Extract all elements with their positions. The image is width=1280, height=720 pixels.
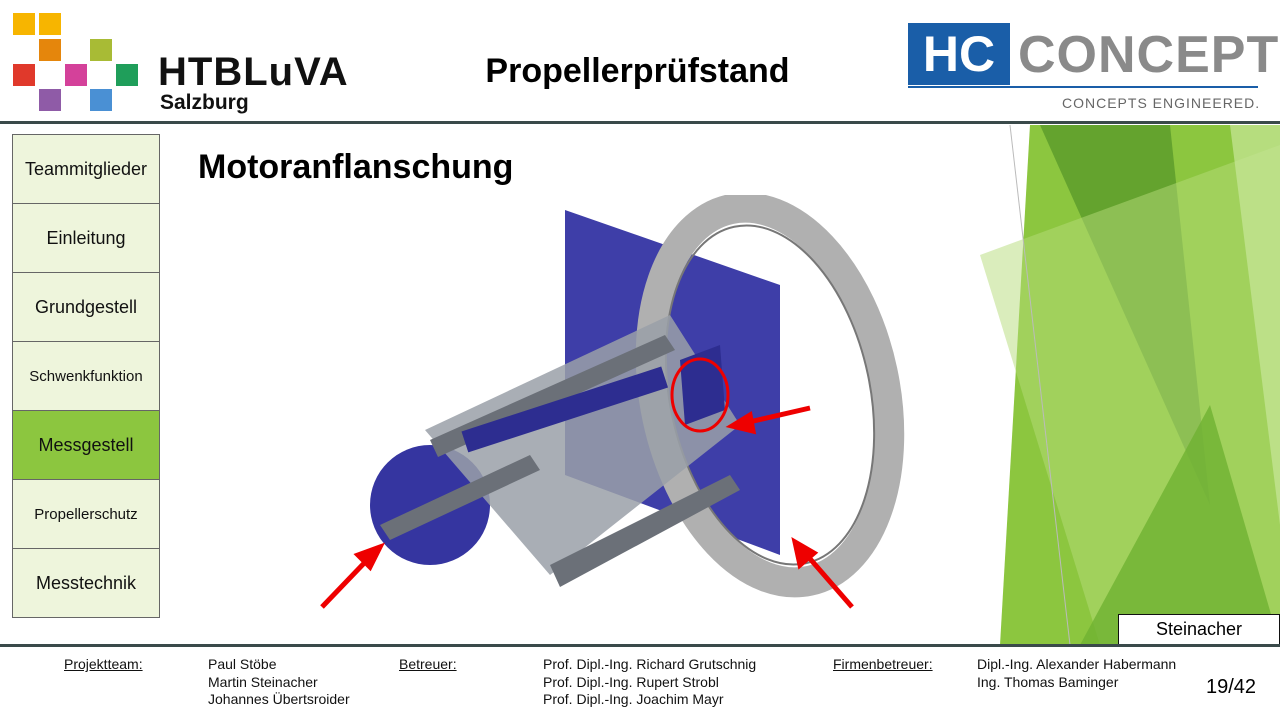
author-tag: Steinacher [1118, 614, 1280, 645]
supervisor: Prof. Dipl.-Ing. Joachim Mayr [543, 691, 724, 707]
nav-item-propellerschutz[interactable]: Propellerschutz [12, 479, 160, 549]
company-supervisor: Ing. Thomas Baminger [977, 673, 1119, 690]
motor-flange-cad-image [320, 195, 905, 609]
team-member: Johannes Übertsroider [208, 691, 350, 707]
page-number: 19/42 [1206, 676, 1257, 698]
nav-item-messgestell[interactable]: Messgestell [12, 410, 160, 480]
supervisor: Prof. Dipl.-Ing. Rupert Strobl [543, 673, 719, 690]
slide-heading: Motoranflanschung [198, 148, 514, 186]
nav-item-teammitglieder[interactable]: Teammitglieder [12, 134, 160, 204]
supervisor-list: Prof. Dipl.-Ing. Richard Grutschnig Prof… [543, 656, 756, 709]
partner-tagline: CONCEPTS ENGINEERED. [1062, 95, 1261, 111]
team-member: Martin Steinacher [208, 673, 318, 690]
decorative-green-shapes [980, 125, 1280, 645]
company-list: Dipl.-Ing. Alexander Habermann Ing. Thom… [977, 656, 1176, 691]
supervisor-label: Betreuer: [399, 656, 457, 672]
team-member: Paul Stöbe [208, 656, 277, 672]
sidebar-nav: Teammitglieder Einleitung Grundgestell S… [12, 134, 160, 618]
nav-item-einleitung[interactable]: Einleitung [12, 203, 160, 273]
school-city: Salzburg [160, 91, 249, 114]
supervisor: Prof. Dipl.-Ing. Richard Grutschnig [543, 656, 757, 672]
team-list: Paul Stöbe Martin Steinacher Johannes Üb… [208, 656, 350, 709]
nav-item-grundgestell[interactable]: Grundgestell [12, 272, 160, 342]
nav-item-messtechnik[interactable]: Messtechnik [12, 548, 160, 618]
partner-logo: HC CONCEPTS [908, 23, 1280, 85]
team-label: Projektteam: [64, 656, 143, 672]
company-label: Firmenbetreuer: [833, 656, 933, 672]
page-title: Propellerprüfstand [485, 52, 790, 90]
company-supervisor: Dipl.-Ing. Alexander Habermann [977, 656, 1177, 672]
divider [908, 86, 1258, 88]
footer-divider [0, 644, 1280, 647]
nav-item-schwenkfunktion[interactable]: Schwenkfunktion [12, 341, 160, 411]
header-divider [0, 121, 1280, 124]
school-name: HTBLuVA [158, 50, 349, 94]
